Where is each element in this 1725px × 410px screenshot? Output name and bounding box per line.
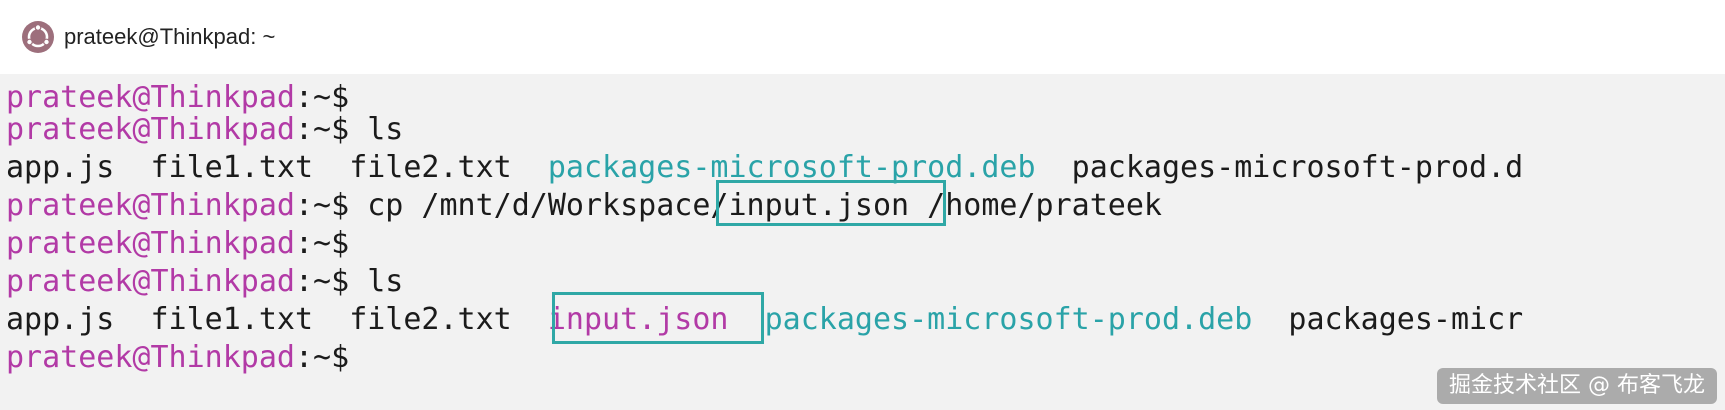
terminal-line: prateek@Thinkpad:~$ ls (6, 110, 403, 150)
prompt-sep: :~$ (294, 112, 350, 147)
file-name: file1.txt (150, 302, 314, 337)
highlight-box-path (716, 180, 946, 226)
package-file-name: packages-microsoft-prod.deb (764, 302, 1253, 337)
prompt-sep: :~$ (294, 226, 350, 261)
prompt-sep: :~$ (294, 80, 350, 115)
prompt-user: prateek@Thinkpad (6, 188, 295, 223)
prompt-user: prateek@Thinkpad (6, 264, 295, 299)
terminal-line: prateek@Thinkpad:~$ (6, 338, 349, 378)
terminal-output[interactable]: prateek@Thinkpad:~$ prateek@Thinkpad:~$ … (0, 74, 1725, 410)
file-name: app.js (6, 150, 115, 185)
highlight-box-file (552, 292, 764, 344)
prompt-user: prateek@Thinkpad (6, 112, 295, 147)
ubuntu-logo-icon (22, 21, 54, 53)
prompt-user: prateek@Thinkpad (6, 226, 295, 261)
highlighted-file-name: input.json (547, 302, 729, 337)
title-bar[interactable]: prateek@Thinkpad: ~ (0, 0, 1725, 75)
file-name: file2.txt (349, 150, 512, 185)
prompt-sep: :~$ (294, 340, 350, 375)
terminal-line: prateek@Thinkpad:~$ (6, 78, 349, 118)
command: /home/prateek (909, 188, 1162, 223)
prompt-sep: :~$ (294, 188, 350, 223)
terminal-line: prateek@Thinkpad:~$ (6, 224, 349, 264)
prompt-user: prateek@Thinkpad (6, 80, 295, 115)
file-name: app.js (6, 302, 115, 337)
ls-output: app.js file1.txt file2.txt input.json pa… (6, 300, 1523, 340)
ls-output: app.js file1.txt file2.txt packages-micr… (6, 148, 1523, 188)
window-title: prateek@Thinkpad: ~ (64, 24, 276, 49)
file-name: packages-micr (1288, 302, 1524, 337)
command: ls (349, 264, 404, 299)
command: cp /mnt/d/Workspace (349, 188, 711, 223)
package-file-name: packages-microsoft-prod.deb (547, 150, 1036, 185)
highlighted-path: /input.json (710, 188, 910, 223)
file-name: packages-microsoft-prod.d (1071, 150, 1524, 185)
watermark: 掘金技术社区 @ 布客飞龙 (1437, 368, 1717, 404)
terminal-line: prateek@Thinkpad:~$ cp /mnt/d/Workspace/… (6, 186, 1162, 226)
terminal-line: prateek@Thinkpad:~$ ls (6, 262, 403, 302)
prompt-sep: :~$ (294, 264, 350, 299)
command: ls (349, 112, 404, 147)
prompt-user: prateek@Thinkpad (6, 340, 295, 375)
file-name: file2.txt (349, 302, 512, 337)
file-name: file1.txt (150, 150, 314, 185)
